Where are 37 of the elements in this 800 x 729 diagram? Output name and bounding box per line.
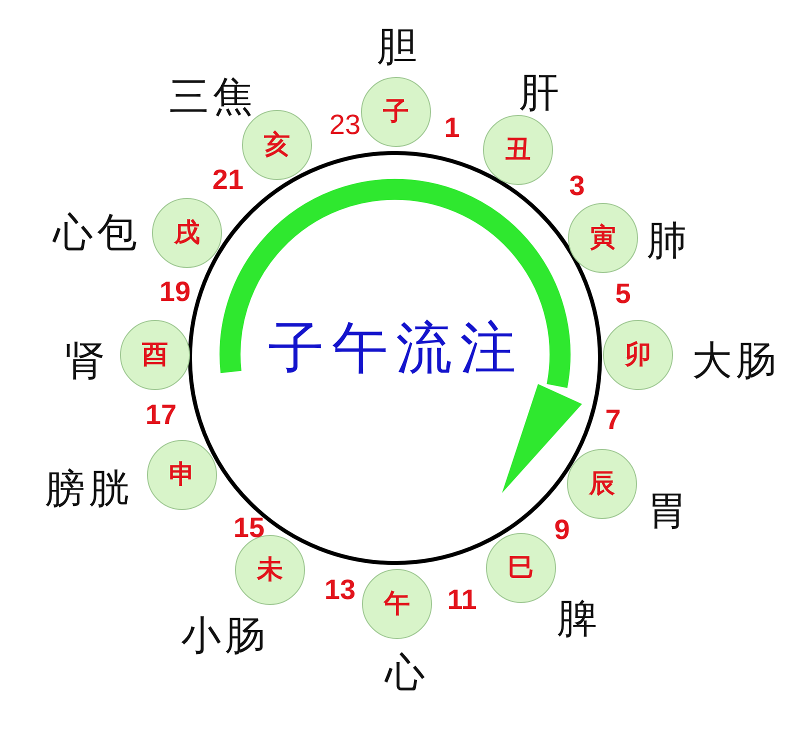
- organ-name: 心包: [53, 213, 141, 253]
- organ-name: 膀胱: [45, 469, 133, 509]
- organ-name: 肝: [519, 73, 563, 113]
- organ-name: 大肠: [692, 341, 780, 381]
- hour-number: 21: [212, 166, 244, 194]
- organ-name: 心: [385, 653, 429, 693]
- hour-number: 7: [605, 406, 621, 434]
- hour-number: 17: [145, 401, 177, 429]
- hour-number: 9: [554, 516, 570, 544]
- branch-character: 酉: [142, 342, 168, 368]
- branch-character: 未: [257, 557, 283, 583]
- branch-character: 寅: [590, 225, 616, 251]
- branch-character: 亥: [264, 132, 290, 158]
- organ-name: 胃: [647, 491, 691, 531]
- organ-name: 小肠: [181, 616, 269, 656]
- branch-character: 辰: [589, 471, 615, 497]
- organ-name: 肺: [647, 221, 691, 261]
- hour-number: 13: [324, 576, 356, 604]
- branch-character: 巳: [508, 555, 534, 581]
- organ-name: 脾: [557, 599, 601, 639]
- hour-number: 23: [329, 111, 361, 139]
- hour-number: 3: [569, 172, 585, 200]
- center-title: 子午流注: [268, 321, 524, 377]
- hour-number: 19: [159, 278, 191, 306]
- branch-character: 丑: [505, 137, 531, 163]
- branch-character: 子: [383, 99, 409, 125]
- hour-number: 1: [444, 114, 460, 142]
- organ-name: 胆: [377, 27, 421, 67]
- branch-character: 申: [169, 462, 195, 488]
- hour-number: 11: [447, 586, 477, 614]
- branch-character: 卯: [625, 342, 651, 368]
- organ-name: 肾: [65, 341, 109, 381]
- hour-number: 5: [615, 280, 631, 308]
- branch-character: 午: [384, 591, 410, 617]
- organ-name: 三焦: [169, 77, 257, 117]
- branch-character: 戌: [174, 220, 200, 246]
- hour-number: 15: [233, 514, 265, 542]
